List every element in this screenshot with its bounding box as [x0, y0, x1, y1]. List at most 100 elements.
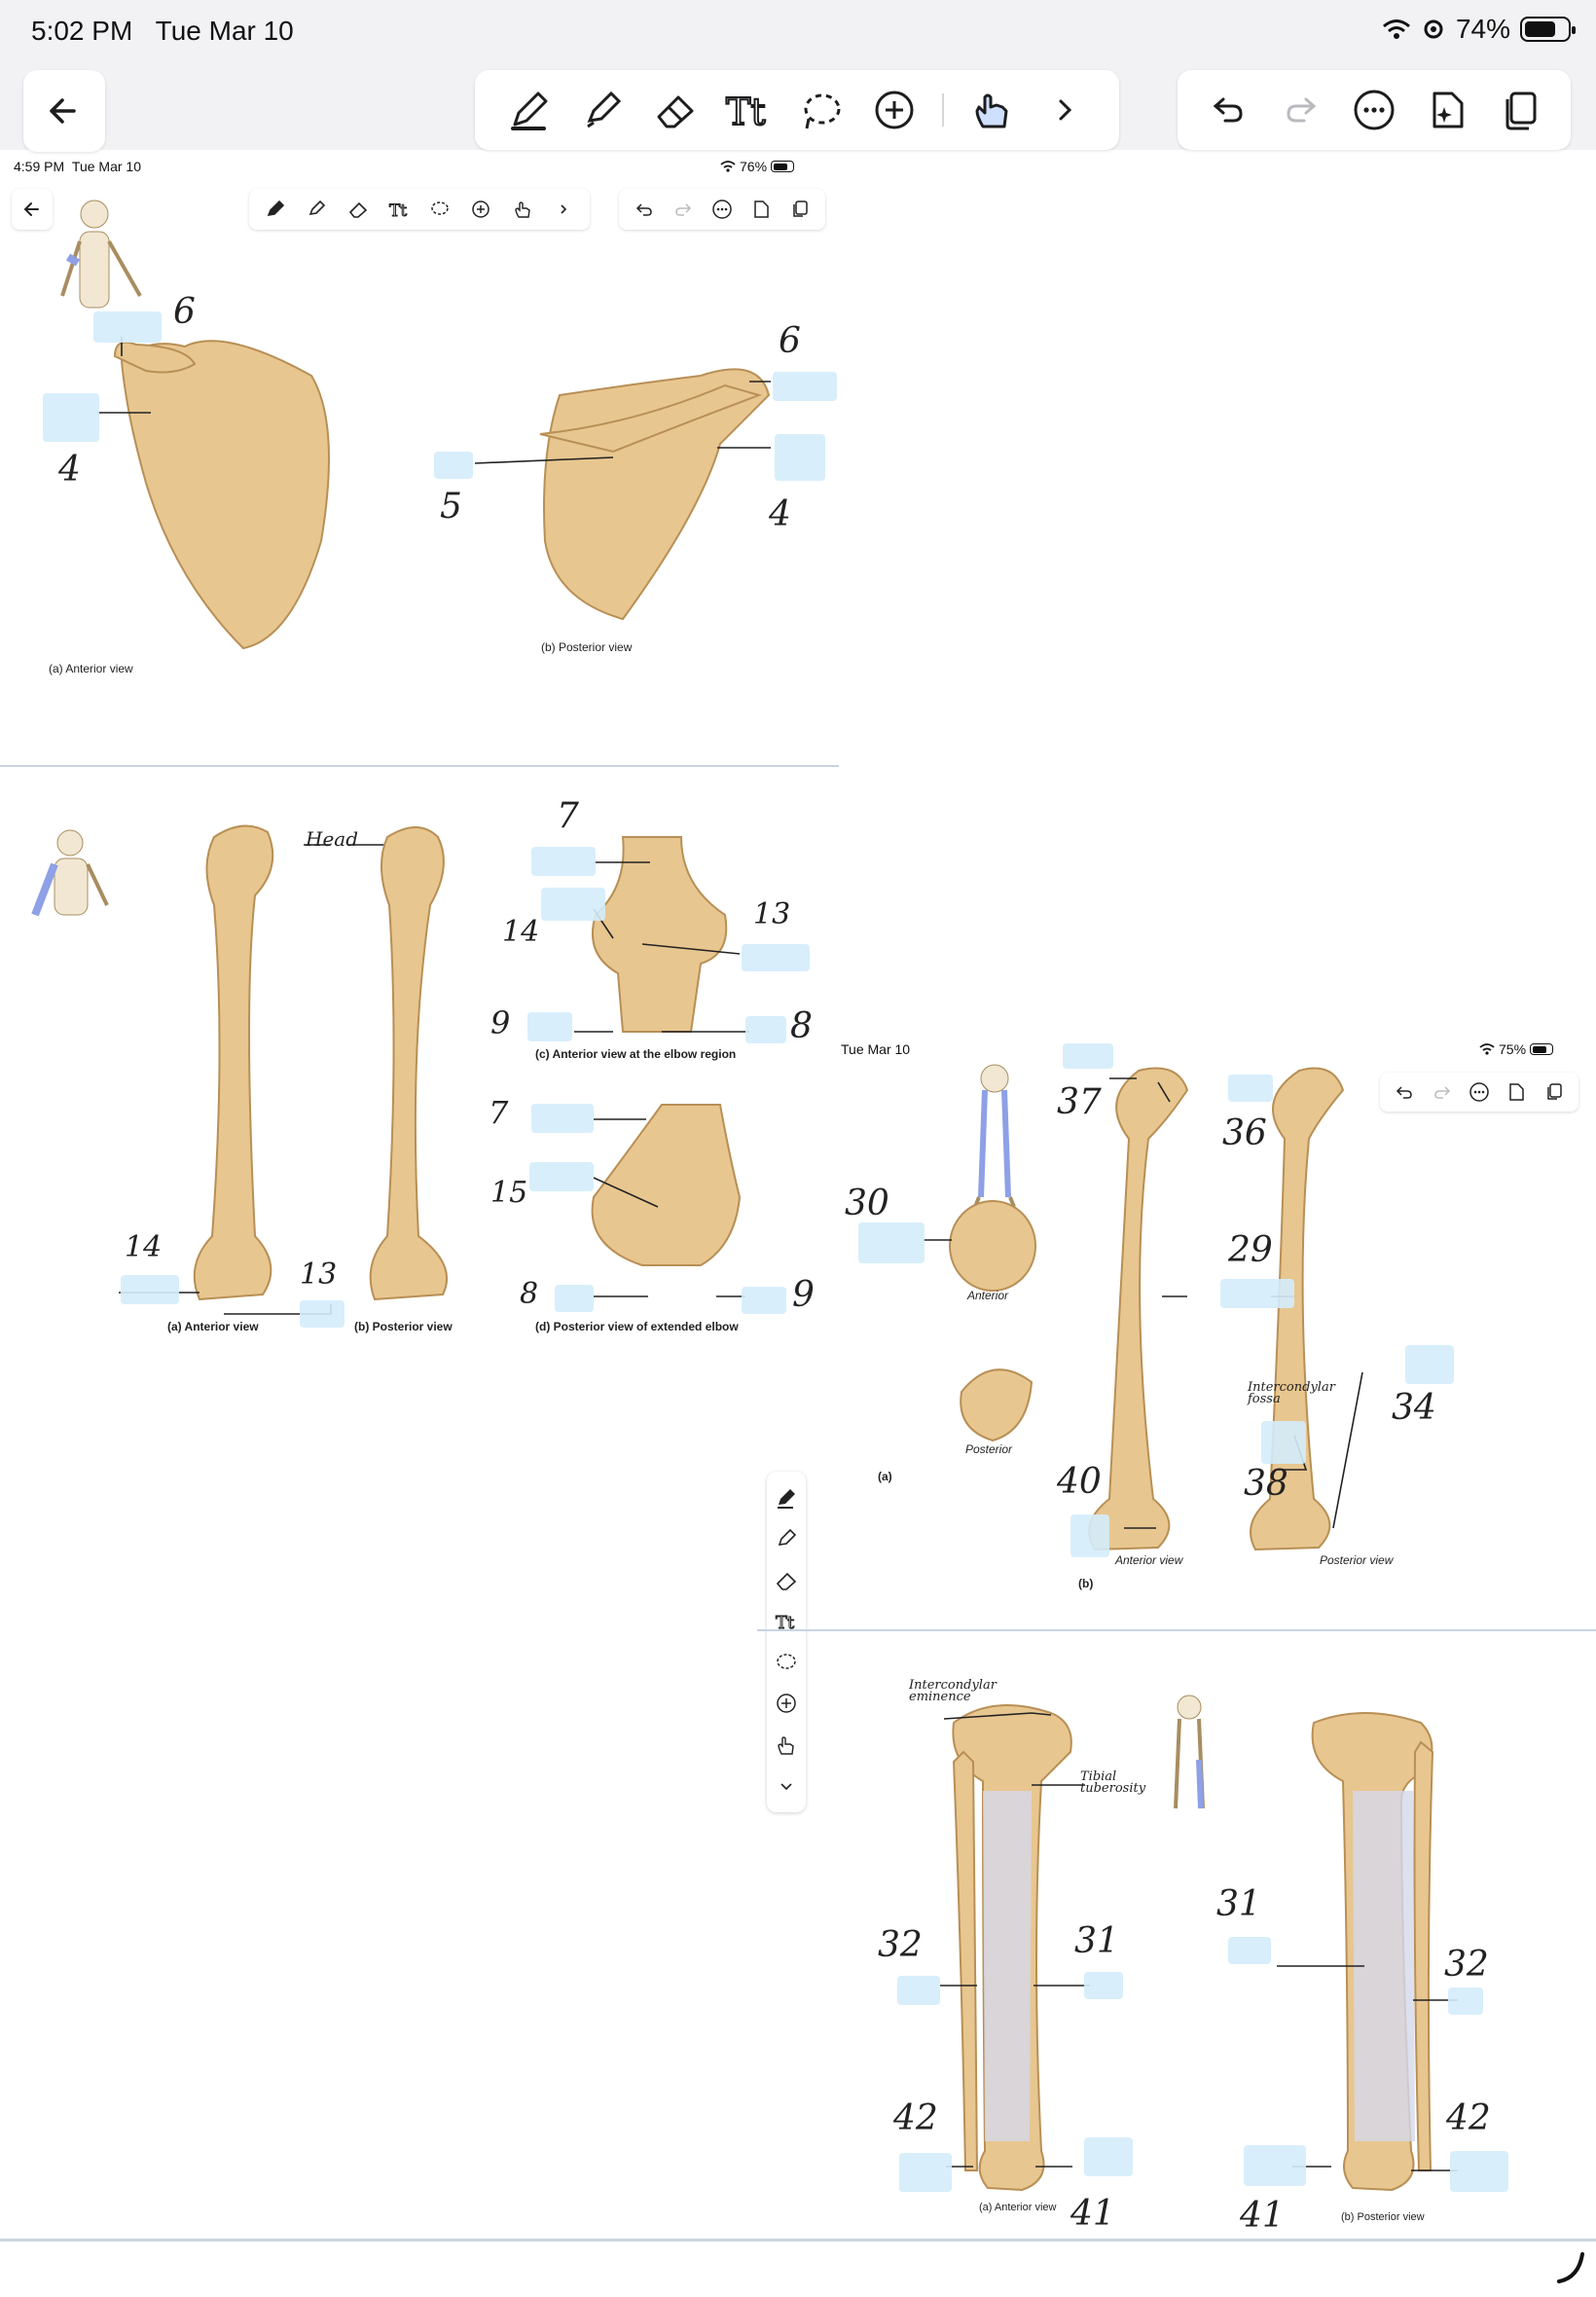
femur-anterior-bone — [1088, 1067, 1189, 1551]
back-arrow-icon — [50, 98, 76, 124]
text-tool-icon[interactable]: Tt — [723, 85, 774, 135]
chevron-right-icon[interactable] — [1039, 85, 1090, 135]
label-blank[interactable] — [1228, 1937, 1271, 1964]
label-blank[interactable] — [1261, 1421, 1306, 1464]
touch-hand-icon[interactable] — [773, 1732, 800, 1759]
label-blank[interactable] — [775, 434, 825, 481]
label-blank[interactable] — [434, 452, 473, 479]
back-button[interactable] — [23, 70, 105, 152]
label-blank[interactable] — [1220, 1279, 1294, 1308]
wifi-icon — [720, 161, 736, 172]
label-blank[interactable] — [1070, 1514, 1109, 1557]
humerus-posterior-bone — [369, 826, 448, 1301]
handwritten-label: 42 — [893, 2098, 938, 2138]
label-blank[interactable] — [531, 847, 596, 876]
label-blank[interactable] — [1405, 1345, 1454, 1384]
eraser-icon[interactable] — [773, 1567, 800, 1594]
copy-pages-icon[interactable] — [1495, 85, 1545, 135]
undo-icon[interactable] — [634, 199, 655, 220]
redo-icon[interactable] — [1432, 1081, 1453, 1103]
handwritten-label: 30 — [845, 1184, 889, 1223]
lasso-icon[interactable] — [796, 85, 847, 135]
inner-status-right: 75% — [1479, 1041, 1554, 1057]
figure-caption: (b) — [1078, 1577, 1094, 1590]
label-blank[interactable] — [1084, 2137, 1133, 2176]
redo-icon[interactable] — [1276, 85, 1326, 135]
undo-icon[interactable] — [1203, 85, 1253, 135]
page-divider — [0, 2239, 1596, 2242]
tibia-figure — [940, 1695, 1458, 2192]
add-icon[interactable] — [869, 85, 920, 135]
undo-icon[interactable] — [1394, 1081, 1415, 1103]
label-blank[interactable] — [1063, 1043, 1113, 1069]
label-blank[interactable] — [745, 1016, 786, 1043]
sparkle-document-icon[interactable] — [750, 199, 772, 220]
label-blank[interactable] — [43, 393, 99, 442]
text-tool-icon[interactable]: Tt — [773, 1608, 800, 1635]
label-blank[interactable] — [300, 1300, 345, 1328]
label-blank[interactable] — [527, 1012, 572, 1041]
label-blank[interactable] — [742, 944, 810, 971]
label-blank[interactable] — [541, 888, 605, 921]
touch-hand-icon[interactable] — [512, 199, 533, 220]
redo-icon[interactable] — [672, 199, 694, 220]
handwritten-label: 40 — [1057, 1462, 1102, 1502]
document-actions — [1178, 70, 1571, 150]
chevron-down-icon[interactable] — [773, 1772, 800, 1800]
copy-pages-icon[interactable] — [1543, 1081, 1565, 1103]
handwritten-label: 37 — [1057, 1082, 1102, 1122]
label-blank[interactable] — [1244, 2145, 1306, 2186]
highlighter-icon[interactable] — [773, 1525, 800, 1552]
add-icon[interactable] — [470, 199, 491, 220]
handwritten-label: 6 — [173, 292, 196, 332]
pen-icon[interactable] — [504, 85, 555, 135]
label-blank[interactable] — [897, 1976, 940, 2005]
toolbar-separator — [942, 93, 945, 127]
more-icon[interactable] — [1469, 1081, 1490, 1103]
handwritten-label: 9 — [792, 1275, 815, 1315]
pen-icon[interactable] — [265, 199, 286, 220]
label-blank[interactable] — [899, 2153, 952, 2192]
eraser-icon[interactable] — [650, 85, 701, 135]
inner-back-button[interactable] — [12, 189, 53, 230]
lasso-icon[interactable] — [773, 1649, 800, 1676]
label-blank[interactable] — [742, 1287, 786, 1314]
label-blank[interactable] — [121, 1275, 179, 1304]
more-icon[interactable] — [1349, 85, 1399, 135]
label-blank[interactable] — [1450, 2151, 1508, 2192]
more-icon[interactable] — [711, 199, 733, 220]
add-icon[interactable] — [773, 1690, 800, 1717]
label-blank[interactable] — [858, 1222, 925, 1263]
label-blank[interactable] — [1448, 1987, 1483, 2015]
label-blank[interactable] — [1084, 1972, 1123, 1999]
eraser-icon[interactable] — [347, 199, 369, 220]
label-blank[interactable] — [93, 311, 162, 343]
sparkle-document-icon[interactable] — [1505, 1081, 1527, 1103]
copy-pages-icon[interactable] — [789, 199, 811, 220]
back-arrow-icon — [23, 202, 39, 216]
sparkle-document-icon[interactable] — [1422, 85, 1472, 135]
highlighter-icon[interactable] — [577, 85, 628, 135]
label-blank[interactable] — [555, 1285, 594, 1312]
leg-skeleton-thumbnail — [973, 1064, 1016, 1208]
label-blank[interactable] — [529, 1162, 594, 1191]
lasso-icon[interactable] — [429, 199, 451, 220]
resize-handle-icon[interactable] — [1553, 2248, 1588, 2287]
label-blank[interactable] — [531, 1104, 594, 1133]
handwritten-label: 13 — [753, 897, 791, 931]
handwritten-label: 8 — [790, 1006, 813, 1046]
chevron-right-icon[interactable] — [553, 199, 574, 220]
inner-battery-percent: 76% — [740, 159, 768, 174]
label-blank[interactable] — [773, 372, 837, 401]
drawing-toolbar: Tt — [475, 70, 1119, 150]
patella-anterior — [949, 1200, 1036, 1292]
handwritten-label: 8 — [520, 1277, 539, 1311]
touch-hand-icon[interactable] — [966, 85, 1017, 135]
pen-icon[interactable] — [773, 1484, 800, 1512]
text-tool-icon[interactable]: Tt — [388, 199, 410, 220]
label-blank[interactable] — [1228, 1075, 1273, 1102]
wifi-icon — [1479, 1043, 1495, 1055]
figure-caption: (c) Anterior view at the elbow region — [535, 1047, 737, 1061]
highlighter-icon[interactable] — [306, 199, 327, 220]
